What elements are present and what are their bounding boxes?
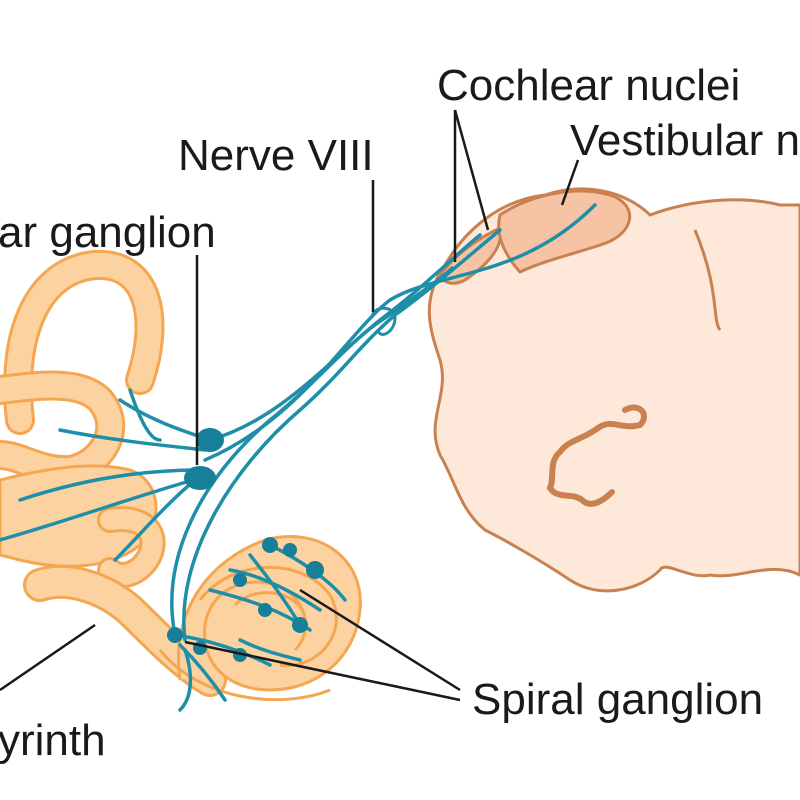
leader-lines — [0, 109, 580, 702]
cochlear-nerve — [170, 266, 454, 637]
nerve-viii-bracket — [370, 306, 397, 336]
vestibular-ganglion-cells — [184, 428, 224, 490]
label-vestibular-ganglion: ar ganglion — [0, 208, 216, 257]
brainstem-section — [427, 187, 800, 593]
brainstem-outline — [427, 187, 800, 593]
label-vestibular-nuclei: Vestibular n — [570, 116, 800, 165]
brainstem-notch — [693, 229, 722, 331]
label-spiral-ganglion: Spiral ganglion — [472, 675, 763, 724]
label-cochlear-nuclei: Cochlear nuclei — [437, 61, 740, 110]
spiral-ganglion-cells — [167, 537, 324, 662]
label-nerve-viii: Nerve VIII — [178, 131, 374, 180]
olivary-nucleus — [546, 404, 647, 507]
label-labyrinth: yrinth — [0, 716, 106, 765]
